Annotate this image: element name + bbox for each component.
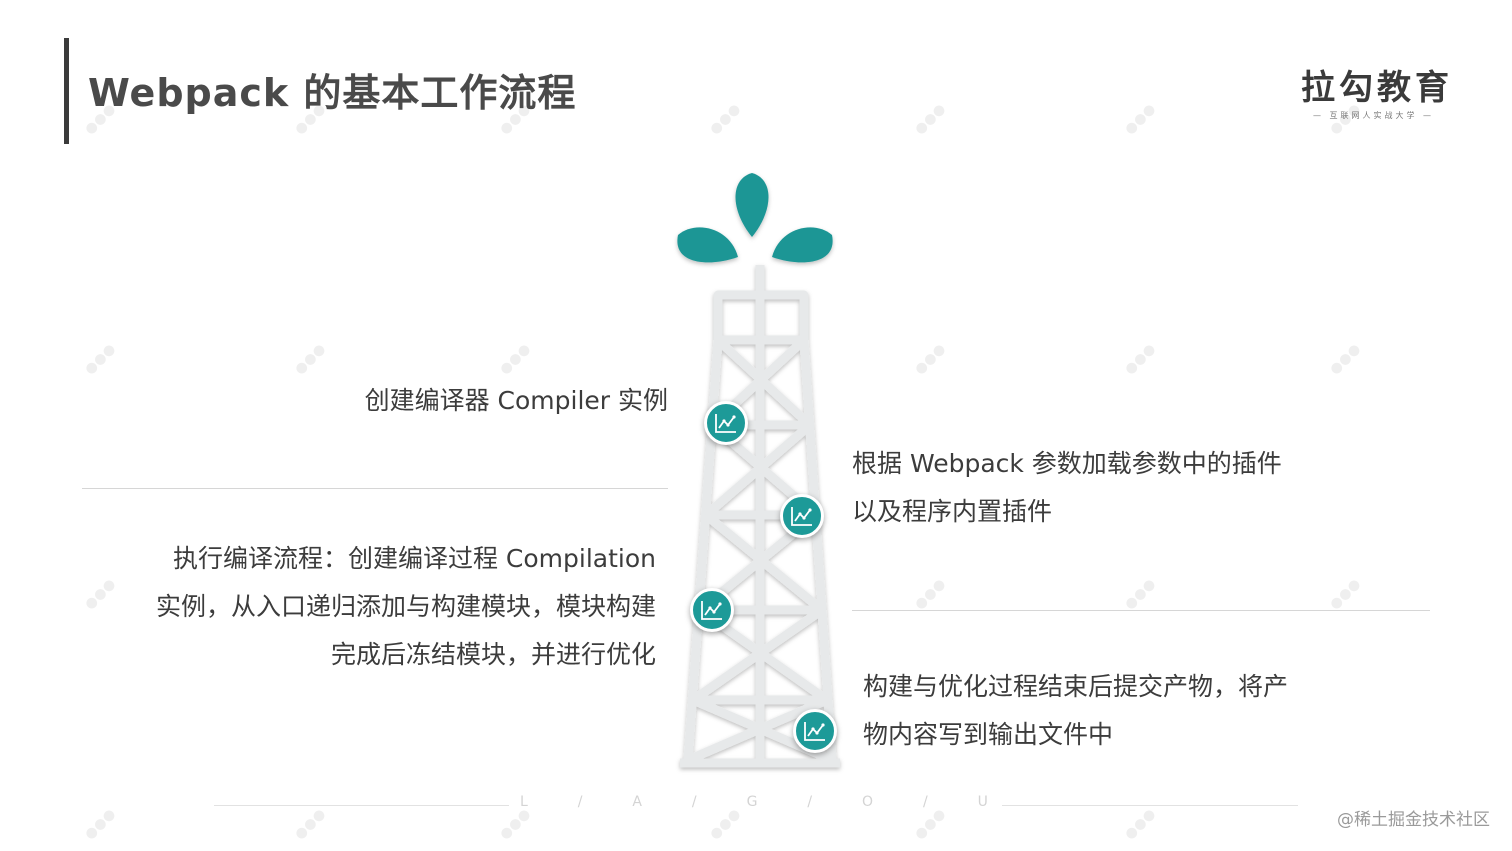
step-3-line: 完成后冻结模块，并进行优化 (330, 640, 656, 669)
svg-text:●●●: ●●● (82, 341, 119, 378)
brand-logo: 拉勾教育 — 互联网人实战大学 — (1301, 68, 1453, 121)
chart-icon (804, 722, 825, 741)
footer-letter: / (923, 794, 930, 810)
title-accent-bar (64, 38, 69, 144)
svg-text:●●●: ●●● (912, 576, 949, 613)
brand-tagline-text: 互联网人实战大学 (1329, 111, 1418, 120)
svg-text:●●●: ●●● (707, 101, 744, 138)
footer-letter: A (632, 794, 644, 810)
oil-droplets (677, 173, 833, 263)
step-2-marker (780, 494, 824, 538)
footer-line-right (1002, 805, 1298, 806)
oil-derrick-illustration (677, 173, 840, 768)
chart-icon (791, 507, 812, 526)
svg-text:●●●: ●●● (497, 341, 534, 378)
chart-icon (701, 601, 722, 620)
footer-letter: O (862, 794, 876, 810)
svg-text:●●●: ●●● (912, 341, 949, 378)
source-watermark: @稀土掘金技术社区 (1337, 810, 1490, 830)
svg-text:●●●: ●●● (292, 806, 329, 843)
chart-icon (715, 414, 736, 433)
svg-text:●●●: ●●● (82, 576, 119, 613)
svg-text:●●●: ●●● (1122, 576, 1159, 613)
step-1-text: 创建编译器 Compiler 实例 (365, 377, 668, 425)
svg-text:●●●: ●●● (912, 101, 949, 138)
footer-letter: / (577, 794, 585, 810)
svg-text:●●●: ●●● (1122, 341, 1159, 378)
svg-text:●●●: ●●● (912, 806, 949, 843)
step-1-marker (704, 401, 748, 445)
svg-text:●●●: ●●● (707, 806, 744, 843)
step-3-text: 执行编译流程：创建编译过程 Compilation 实例，从入口递归添加与构建模… (156, 535, 656, 679)
svg-text:●●●: ●●● (82, 806, 119, 843)
brand-name: 拉勾教育 (1301, 68, 1453, 108)
svg-text:●●●: ●●● (292, 341, 329, 378)
page-title: Webpack 的基本工作流程 (88, 71, 577, 115)
svg-text:●●●: ●●● (1122, 101, 1159, 138)
step-3-line: 实例，从入口递归添加与构建模块，模块构建 (155, 592, 656, 621)
step-4-line: 物内容写到输出文件中 (863, 720, 1114, 749)
step-4-text: 构建与优化过程结束后提交产物，将产 物内容写到输出文件中 (863, 663, 1288, 759)
step-2-line: 根据 Webpack 参数加载参数中的插件 (852, 449, 1282, 478)
svg-text:●●●: ●●● (1327, 576, 1364, 613)
step-3-marker (690, 588, 734, 632)
brand-tagline: — 互联网人实战大学 — (1312, 111, 1435, 120)
footer-letter: G (746, 794, 760, 810)
svg-text:●●●: ●●● (1122, 806, 1159, 843)
footer-letter: L (520, 794, 530, 810)
footer-brand-letters: L / A / G / O / U (520, 794, 990, 810)
footer-line-left (214, 805, 509, 806)
footer-letter: U (977, 794, 990, 810)
right-divider (852, 610, 1430, 611)
left-divider (82, 488, 668, 489)
footer-letter: / (691, 794, 699, 810)
step-4-marker (793, 709, 837, 753)
step-2-line: 以及程序内置插件 (852, 497, 1053, 526)
step-4-line: 构建与优化过程结束后提交产物，将产 (863, 672, 1289, 701)
svg-text:●●●: ●●● (497, 806, 534, 843)
step-3-line: 执行编译流程：创建编译过程 Compilation (172, 544, 656, 573)
svg-text:●●●: ●●● (1327, 341, 1364, 378)
footer-letter: / (807, 794, 815, 810)
step-1-line: 创建编译器 Compiler 实例 (364, 386, 668, 415)
step-2-text: 根据 Webpack 参数加载参数中的插件 以及程序内置插件 (852, 440, 1282, 536)
